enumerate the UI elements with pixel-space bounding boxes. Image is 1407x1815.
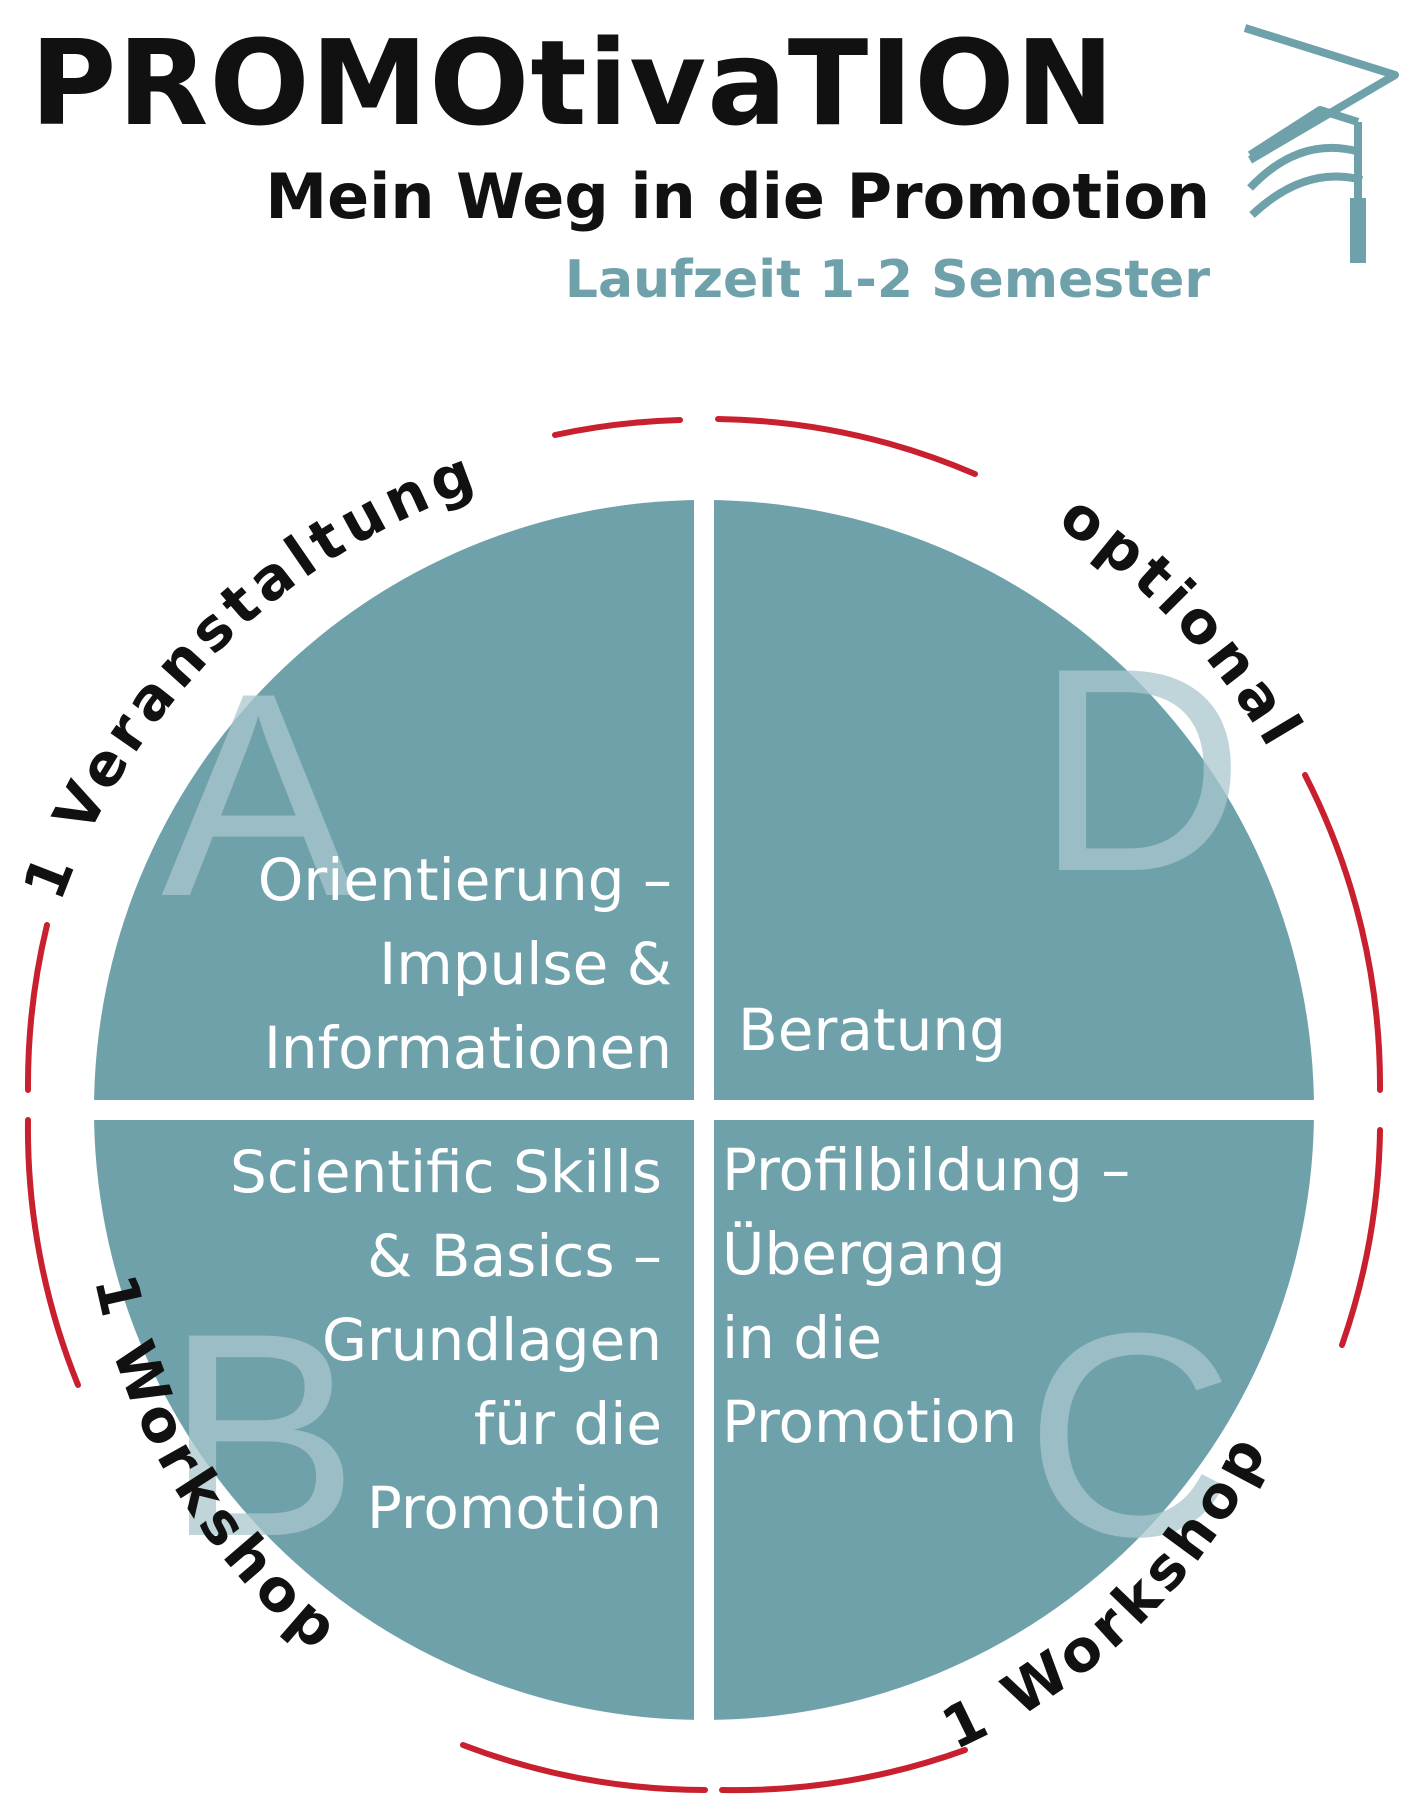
quadrant-letter-d: D (1035, 608, 1244, 932)
quadrant-b-line: Grundlagen (321, 1306, 662, 1374)
quadrant-a-line: Informationen (263, 1014, 672, 1082)
quadrant-b-line: Promotion (366, 1474, 662, 1542)
quadrant-d-line: Beratung (738, 996, 1006, 1064)
quadrant-c-line: Übergang (722, 1220, 1006, 1288)
quadrant-letter-a: A (161, 633, 356, 957)
quadrant-a-line: Orientierung – (257, 846, 672, 914)
graduation-cap-icon (1243, 24, 1399, 263)
quadrant-c-line: Profilbildung – (722, 1136, 1131, 1204)
page-title: PROMOtivaTION (30, 14, 1116, 152)
quadrant-c-line: Promotion (722, 1388, 1018, 1456)
quadrant-b-line: Scientific Skills (230, 1138, 662, 1206)
quadrant-b-line: & Basics – (367, 1222, 662, 1290)
outer-ring (24, 416, 1384, 1794)
quadrant-d-text: Beratung (738, 988, 1006, 1072)
quadrant-c-text: Profilbildung – Übergang in die Promotio… (722, 1128, 1130, 1464)
quadrant-b-line: für die (473, 1390, 662, 1458)
quadrant-letter-c: C (1025, 1273, 1234, 1597)
quadrant-b-text: Scientific Skills & Basics – Grundlagen … (230, 1130, 662, 1550)
quadrant-c-line: in die (722, 1304, 882, 1372)
duration-label: Laufzeit 1-2 Semester (564, 250, 1210, 310)
page-subtitle: Mein Weg in die Promotion (265, 160, 1210, 233)
quadrant-letter-b: B (165, 1273, 358, 1597)
quadrant-a-text: Orientierung – Impulse & Informationen (258, 838, 672, 1090)
quadrant-a-line: Impulse & (379, 930, 672, 998)
